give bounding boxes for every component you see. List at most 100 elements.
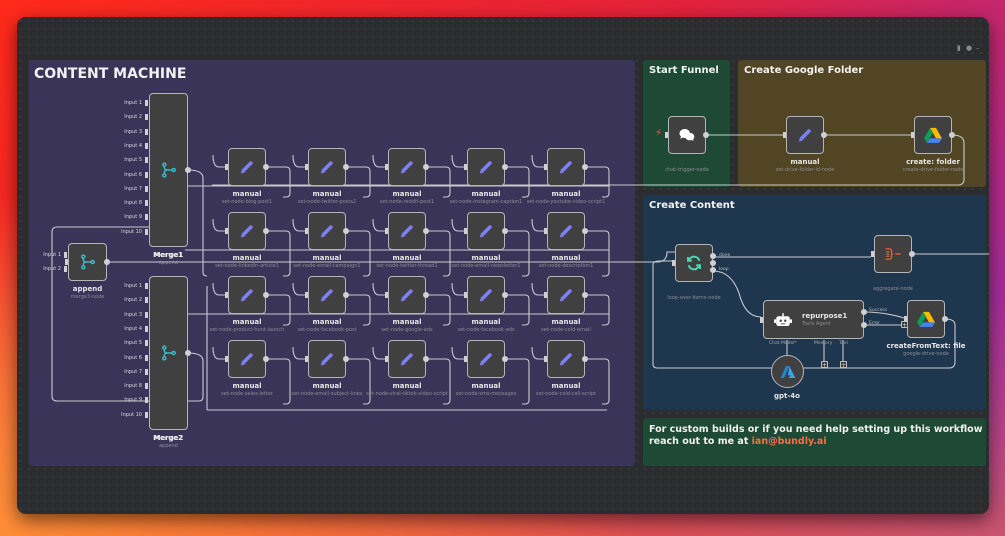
node-output-wire[interactable] xyxy=(266,294,291,326)
node-input-wire[interactable] xyxy=(531,218,544,232)
node-input-wire[interactable] xyxy=(292,282,305,296)
loop-to-agent-wire[interactable] xyxy=(712,270,762,318)
merge-input-port[interactable] xyxy=(145,114,148,121)
node-input-wire[interactable] xyxy=(372,346,385,360)
zoom-to-fit-icon[interactable]: ▮ xyxy=(957,44,961,52)
node-input-wire[interactable] xyxy=(451,218,464,232)
node-output-wire[interactable] xyxy=(585,166,610,198)
output-port-error[interactable] xyxy=(861,322,867,328)
node-input-wire[interactable] xyxy=(531,346,544,360)
node-output-wire[interactable] xyxy=(346,230,371,277)
output-port[interactable] xyxy=(263,292,269,298)
node-input-wire[interactable] xyxy=(451,282,464,296)
input-port[interactable] xyxy=(544,356,547,362)
undefined[interactable] xyxy=(388,340,426,378)
node-output-wire[interactable] xyxy=(585,230,610,277)
input-port[interactable] xyxy=(464,228,467,234)
node-input-wire[interactable] xyxy=(451,154,464,168)
node-output-wire[interactable] xyxy=(266,230,291,277)
input-port[interactable] xyxy=(385,292,388,298)
add-memory-button[interactable]: + xyxy=(821,361,828,369)
merge3-to-loop-wire[interactable] xyxy=(107,251,675,263)
undefined[interactable] xyxy=(907,300,945,338)
undefined[interactable] xyxy=(547,148,585,186)
drive-loop-back-wire[interactable] xyxy=(652,260,956,369)
merge-input-port[interactable] xyxy=(145,142,148,149)
[object Object][interactable] xyxy=(675,244,713,282)
node-output-wire[interactable] xyxy=(346,294,371,326)
merge-input-port[interactable] xyxy=(145,200,148,207)
output-port[interactable] xyxy=(949,132,955,138)
output-port[interactable] xyxy=(710,260,716,266)
node-output-wire[interactable] xyxy=(266,166,291,198)
workflow-canvas[interactable]: ▮ ● – CONTENT MACHINE Start Funnel Creat… xyxy=(17,17,989,514)
input-port[interactable] xyxy=(225,292,228,298)
node-output-wire[interactable] xyxy=(426,358,451,405)
output-port[interactable] xyxy=(942,316,948,322)
node-input-wire[interactable] xyxy=(292,218,305,232)
merge-input-port[interactable] xyxy=(145,397,148,404)
merge-input-port[interactable] xyxy=(145,171,148,178)
output-port[interactable] xyxy=(104,259,110,265)
undefined[interactable] xyxy=(388,212,426,250)
undefined[interactable] xyxy=(308,148,346,186)
output-port[interactable] xyxy=(263,164,269,170)
output-port[interactable] xyxy=(582,228,588,234)
output-port[interactable] xyxy=(423,292,429,298)
input-port[interactable] xyxy=(871,251,874,257)
input-port[interactable] xyxy=(544,164,547,170)
output-port[interactable] xyxy=(502,228,508,234)
node-output-wire[interactable] xyxy=(346,166,371,198)
input-port[interactable] xyxy=(65,259,68,265)
input-port[interactable] xyxy=(305,164,308,170)
input-port[interactable] xyxy=(225,356,228,362)
merge-input-port[interactable] xyxy=(145,214,148,221)
node-input-wire[interactable] xyxy=(531,282,544,296)
merge-input-port[interactable] xyxy=(145,100,148,106)
[object Object][interactable] xyxy=(786,116,824,154)
input-port[interactable] xyxy=(544,228,547,234)
node-input-wire[interactable] xyxy=(292,154,305,168)
output-port[interactable] xyxy=(185,167,191,173)
merge-input-port[interactable] xyxy=(145,157,148,164)
folder-to-content-wire[interactable] xyxy=(212,134,965,186)
output-port[interactable] xyxy=(502,292,508,298)
output-port[interactable] xyxy=(582,356,588,362)
undefined[interactable] xyxy=(228,340,266,378)
merge-input-port[interactable] xyxy=(145,340,148,347)
output-port[interactable] xyxy=(703,132,709,138)
input-port[interactable] xyxy=(665,132,668,138)
merge-input-port[interactable] xyxy=(145,283,148,289)
input-port[interactable] xyxy=(385,228,388,234)
undefined[interactable] xyxy=(228,148,266,186)
[object Object][interactable] xyxy=(914,116,952,154)
node-output-wire[interactable] xyxy=(505,230,530,277)
merge-input-port[interactable] xyxy=(145,325,148,332)
node-input-wire[interactable] xyxy=(212,154,225,168)
undefined[interactable] xyxy=(467,148,505,186)
undefined[interactable] xyxy=(388,276,426,314)
merge-input-port[interactable] xyxy=(145,228,148,235)
node-output-wire[interactable] xyxy=(346,358,371,405)
undefined[interactable] xyxy=(467,276,505,314)
input-port[interactable] xyxy=(305,228,308,234)
[object Object][interactable] xyxy=(668,116,706,154)
node-input-wire[interactable] xyxy=(372,218,385,232)
output-port[interactable] xyxy=(263,356,269,362)
node-input-wire[interactable] xyxy=(372,282,385,296)
output-port[interactable] xyxy=(423,228,429,234)
merge2-node[interactable] xyxy=(149,276,188,430)
merge-input-port[interactable] xyxy=(145,368,148,375)
merge-input-port[interactable] xyxy=(145,297,148,304)
node-input-wire[interactable] xyxy=(212,346,225,360)
success-to-drive-wire[interactable] xyxy=(863,311,905,319)
[object Object][interactable] xyxy=(68,243,107,281)
input-port[interactable] xyxy=(464,164,467,170)
merge-input-port[interactable] xyxy=(64,266,67,272)
node-output-wire[interactable] xyxy=(505,166,530,198)
output-port[interactable] xyxy=(502,356,508,362)
output-port[interactable] xyxy=(343,164,349,170)
merge-input-port[interactable] xyxy=(145,128,148,135)
output-port[interactable] xyxy=(343,228,349,234)
